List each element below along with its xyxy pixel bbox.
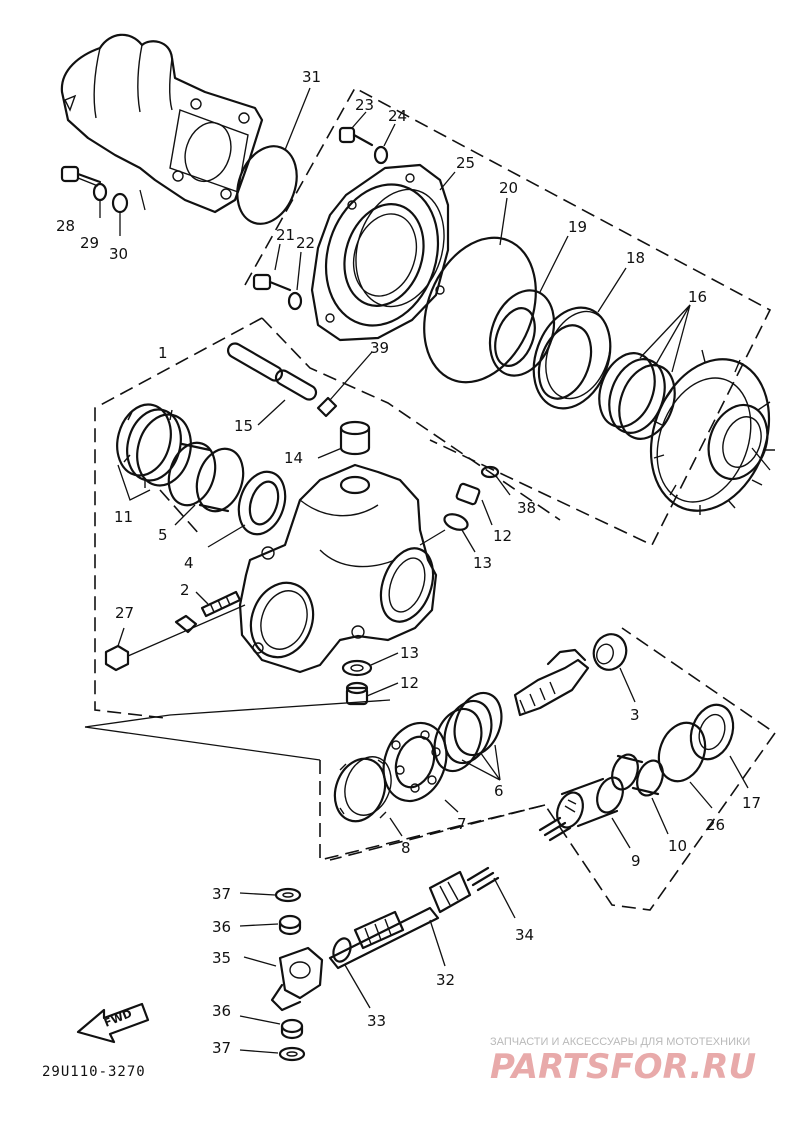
callout-28: 28: [56, 217, 75, 235]
ring-gear: [649, 349, 775, 515]
callout-13-lower: 13: [400, 644, 419, 662]
watermark-tagline: ЗАПЧАСТИ И АКСЕССУАРЫ ДЛЯ МОТОТЕХНИКИ: [490, 1036, 750, 1048]
shims-16: [598, 304, 691, 440]
bolt-23-washer: [338, 111, 396, 165]
housing-17: [689, 703, 749, 789]
o-ring-31: [236, 145, 298, 225]
callout-19: 19: [568, 218, 587, 236]
drive-shaft-32-spring-34: [328, 816, 572, 970]
pins-15: [226, 342, 318, 426]
pinion-gear-bearing-3: [513, 633, 636, 717]
callout-4: 4: [184, 554, 194, 572]
callout-20: 20: [499, 179, 518, 197]
callout-11: 11: [114, 508, 133, 526]
callout-39: 39: [370, 339, 389, 357]
callout-14: 14: [284, 449, 303, 467]
callout-30: 30: [109, 245, 128, 263]
gear-case-cover-25: [310, 163, 456, 342]
callout-33: 33: [367, 1012, 386, 1030]
stud-2: [195, 590, 242, 618]
callout-31: 31: [302, 68, 321, 86]
callout-27: 27: [115, 604, 134, 622]
callout-15: 15: [234, 417, 253, 435]
bolt-27: [104, 604, 246, 672]
callout-8: 8: [401, 839, 411, 857]
callout-1: 1: [158, 344, 168, 362]
callout-34: 34: [515, 926, 534, 944]
drawing-code: 29U110-3270: [42, 1064, 146, 1080]
clip-39: [316, 351, 373, 418]
callout-23: 23: [355, 96, 374, 114]
plug-12-washer-13-lower: [341, 652, 399, 706]
callout-6: 6: [494, 782, 504, 800]
callout-labels: 1 2 3 4 5 6 7 8 9 10 11 12 12 13 13 14 1…: [56, 68, 761, 1057]
oil-seal-4: [207, 470, 287, 548]
watermark-logo: ЗАПЧАСТИ И АКСЕССУАРЫ ДЛЯ МОТОТЕХНИКИ PA…: [490, 1036, 756, 1087]
coupling-9: [556, 776, 631, 849]
callout-7: 7: [457, 815, 467, 833]
gear-case-housing: [238, 463, 446, 674]
shims-6: [433, 691, 503, 781]
caps-36-circlips-37: [239, 887, 306, 1062]
shims-11: [116, 403, 192, 501]
oil-seal-19: [488, 235, 569, 377]
callout-13-upper: 13: [473, 554, 492, 572]
callout-22: 22: [296, 234, 315, 252]
o-ring-26: [657, 721, 707, 783]
ring-nut-8: [333, 756, 403, 837]
bearing-7: [382, 721, 459, 813]
callout-18: 18: [626, 249, 645, 267]
callout-38: 38: [517, 499, 536, 517]
callout-36-lower: 36: [212, 1002, 231, 1020]
callout-17: 17: [742, 794, 761, 812]
callout-37-upper: 37: [212, 885, 231, 903]
callout-3: 3: [630, 706, 640, 724]
callout-36-upper: 36: [212, 918, 231, 936]
watermark-brand: PARTSFOR.RU: [490, 1047, 756, 1087]
callout-12-upper: 12: [493, 527, 512, 545]
universal-joint-35: [243, 946, 324, 1012]
callout-21: 21: [276, 226, 295, 244]
callout-10: 10: [668, 837, 687, 855]
callout-25: 25: [456, 154, 475, 172]
circlip-33: [332, 937, 371, 1009]
o-ring-20: [423, 236, 537, 384]
plug-12-washer-13-upper: [443, 465, 511, 553]
callout-9: 9: [631, 852, 641, 870]
fwd-arrow-icon: FWD: [76, 1002, 150, 1044]
bolt-28-washers: [60, 165, 129, 236]
driveshaft-housing-end: [60, 33, 264, 214]
callout-32: 32: [436, 971, 455, 989]
bolt-21-washer: [252, 243, 303, 311]
bearing-5: [167, 441, 245, 526]
callout-37-lower: 37: [212, 1039, 231, 1057]
bushing-10: [611, 753, 669, 835]
callout-24: 24: [388, 107, 407, 125]
group-boundaries: [84, 86, 777, 911]
callout-16: 16: [688, 288, 707, 306]
callout-5: 5: [158, 526, 168, 544]
callout-2: 2: [180, 581, 190, 599]
plug-14: [317, 420, 371, 459]
callout-29: 29: [80, 234, 99, 252]
callout-12-lower: 12: [400, 674, 419, 692]
callout-26: 26: [706, 816, 725, 834]
bearing-18: [532, 267, 627, 410]
callout-35: 35: [212, 949, 231, 967]
